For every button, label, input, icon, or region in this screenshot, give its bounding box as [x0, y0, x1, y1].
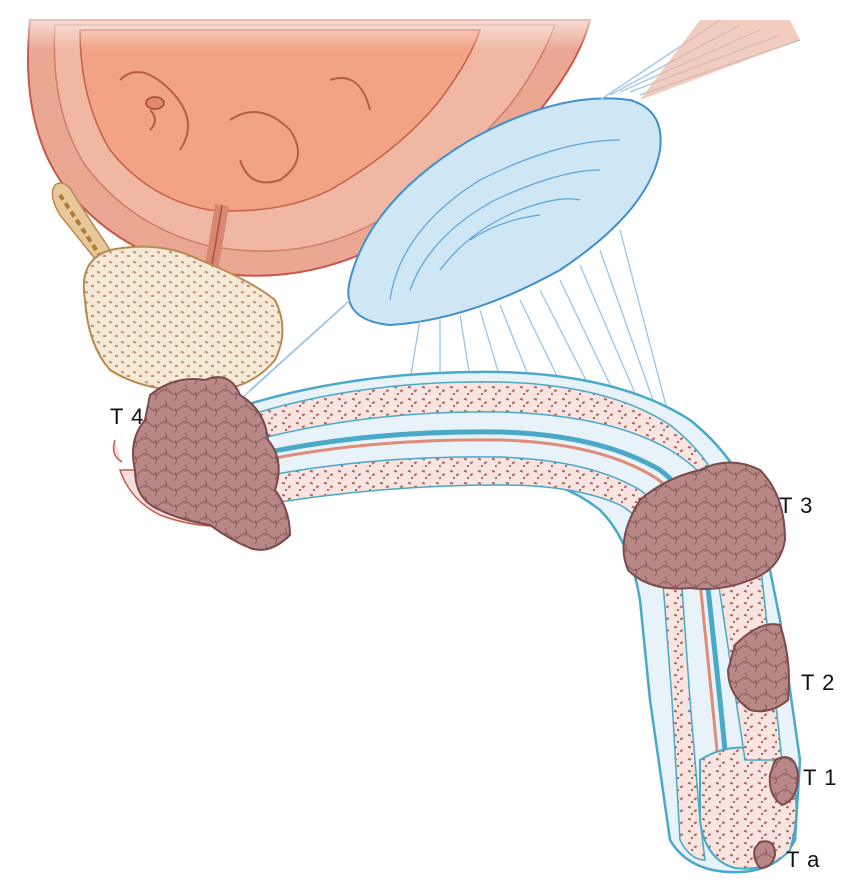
ureter-orifice: [146, 97, 164, 109]
label-t1: T 1: [803, 765, 837, 791]
tumor-ta: [754, 841, 775, 868]
label-t2: T 2: [801, 670, 835, 696]
label-ta: T a: [786, 847, 820, 873]
label-t3: T 3: [779, 493, 813, 519]
label-t4: T 4: [110, 404, 144, 430]
